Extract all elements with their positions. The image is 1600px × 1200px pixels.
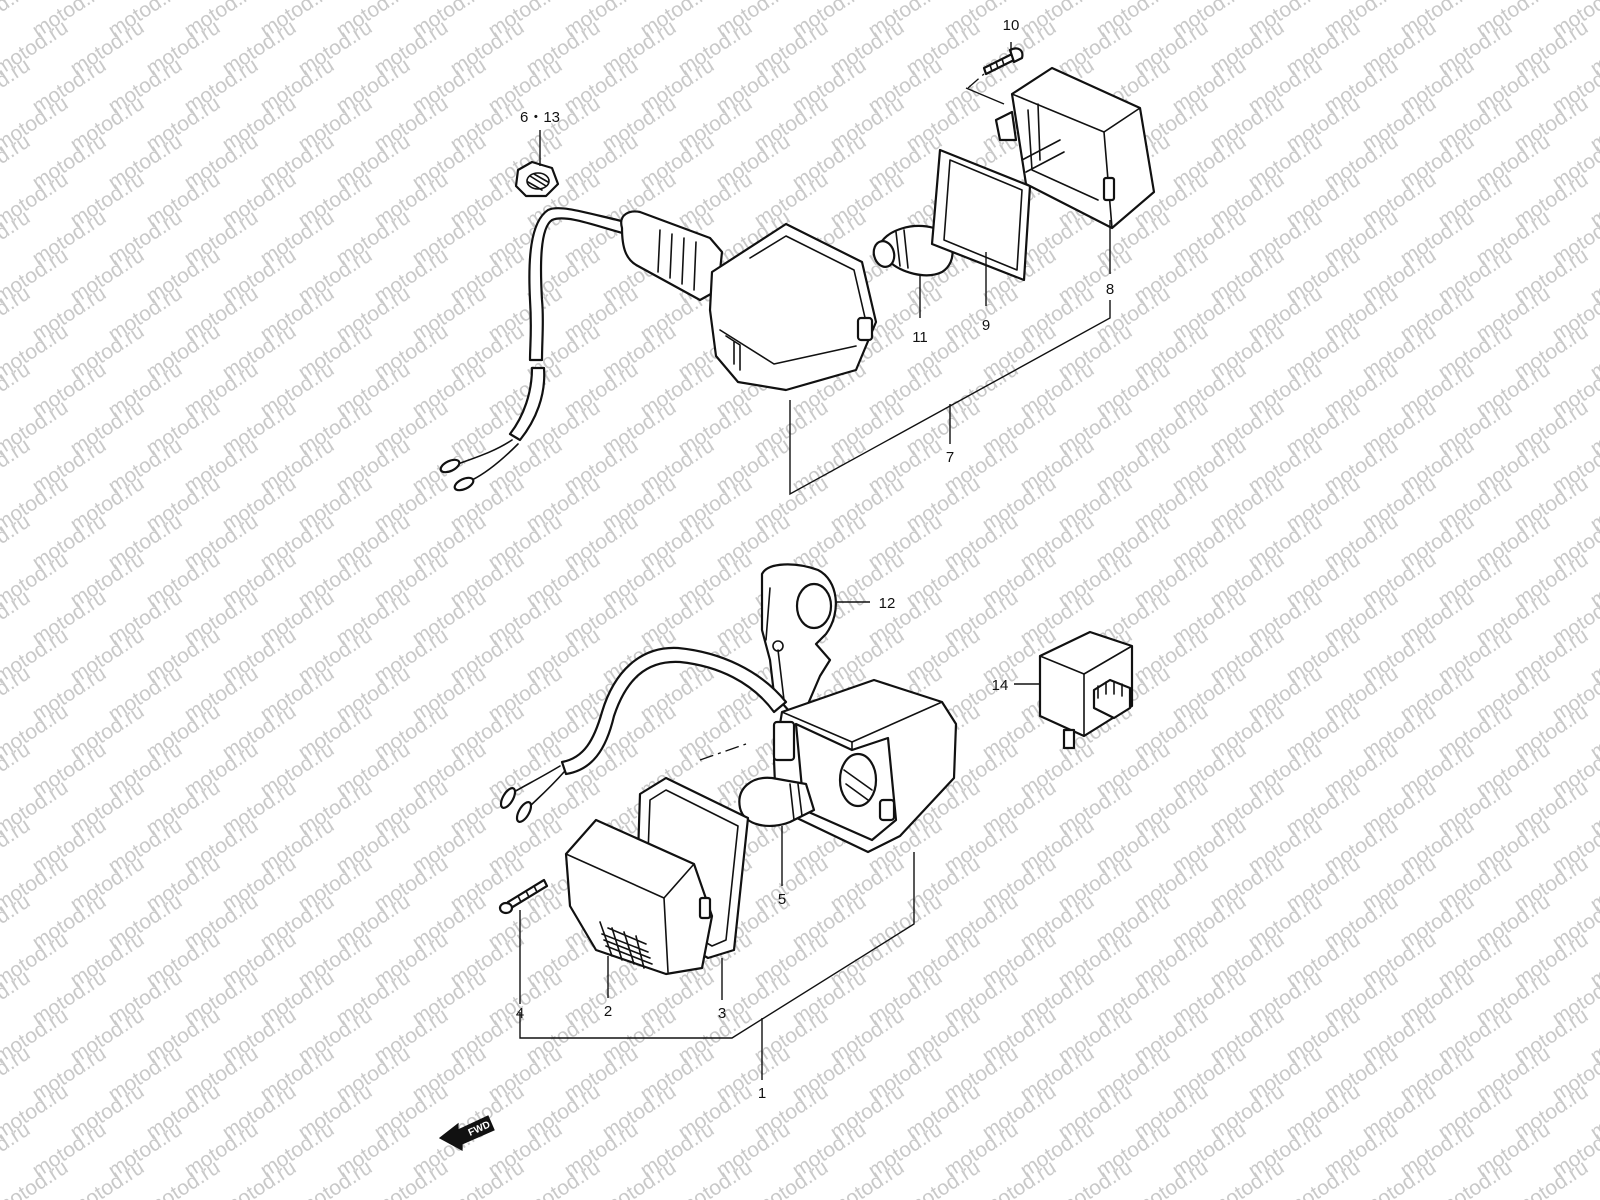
nut-6-13 <box>514 160 560 198</box>
watermark-text: motod.ru <box>0 814 34 878</box>
watermark-text: motod.ru <box>0 510 34 574</box>
callout-4: 4 <box>516 1005 524 1022</box>
callout-1: 1 <box>758 1085 766 1102</box>
watermark-text: motod.ru <box>0 966 34 1030</box>
callout-9: 9 <box>982 317 990 334</box>
callout-6-13: 6・13 <box>520 109 560 126</box>
callout-3: 3 <box>718 1005 726 1022</box>
watermark-text: motod.ru <box>0 890 34 954</box>
callout-11: 11 <box>912 329 928 346</box>
watermark-text: motod.ru <box>0 1042 34 1106</box>
watermark-text: motod.ru <box>0 1118 34 1182</box>
watermark-text: motod.ru <box>0 662 34 726</box>
callout-12: 12 <box>879 595 896 612</box>
watermark-text: motod.ru <box>0 586 34 650</box>
callout-8: 8 <box>1106 281 1114 298</box>
watermark-text: motod.ru <box>0 282 34 346</box>
callout-2: 2 <box>604 1003 612 1020</box>
watermark-text: motod.ru <box>0 434 34 498</box>
watermark-text: motod.ru <box>0 54 34 118</box>
watermark-text: motod.ru <box>0 738 34 802</box>
callout-14: 14 <box>992 677 1009 694</box>
callout-5: 5 <box>778 891 786 908</box>
watermark-text: motod.ru <box>0 130 34 194</box>
watermark-text: motod.ru <box>0 206 34 270</box>
callout-10: 10 <box>1003 17 1020 34</box>
callout-7: 7 <box>946 449 954 466</box>
watermark-text: motod.ru <box>0 358 34 422</box>
